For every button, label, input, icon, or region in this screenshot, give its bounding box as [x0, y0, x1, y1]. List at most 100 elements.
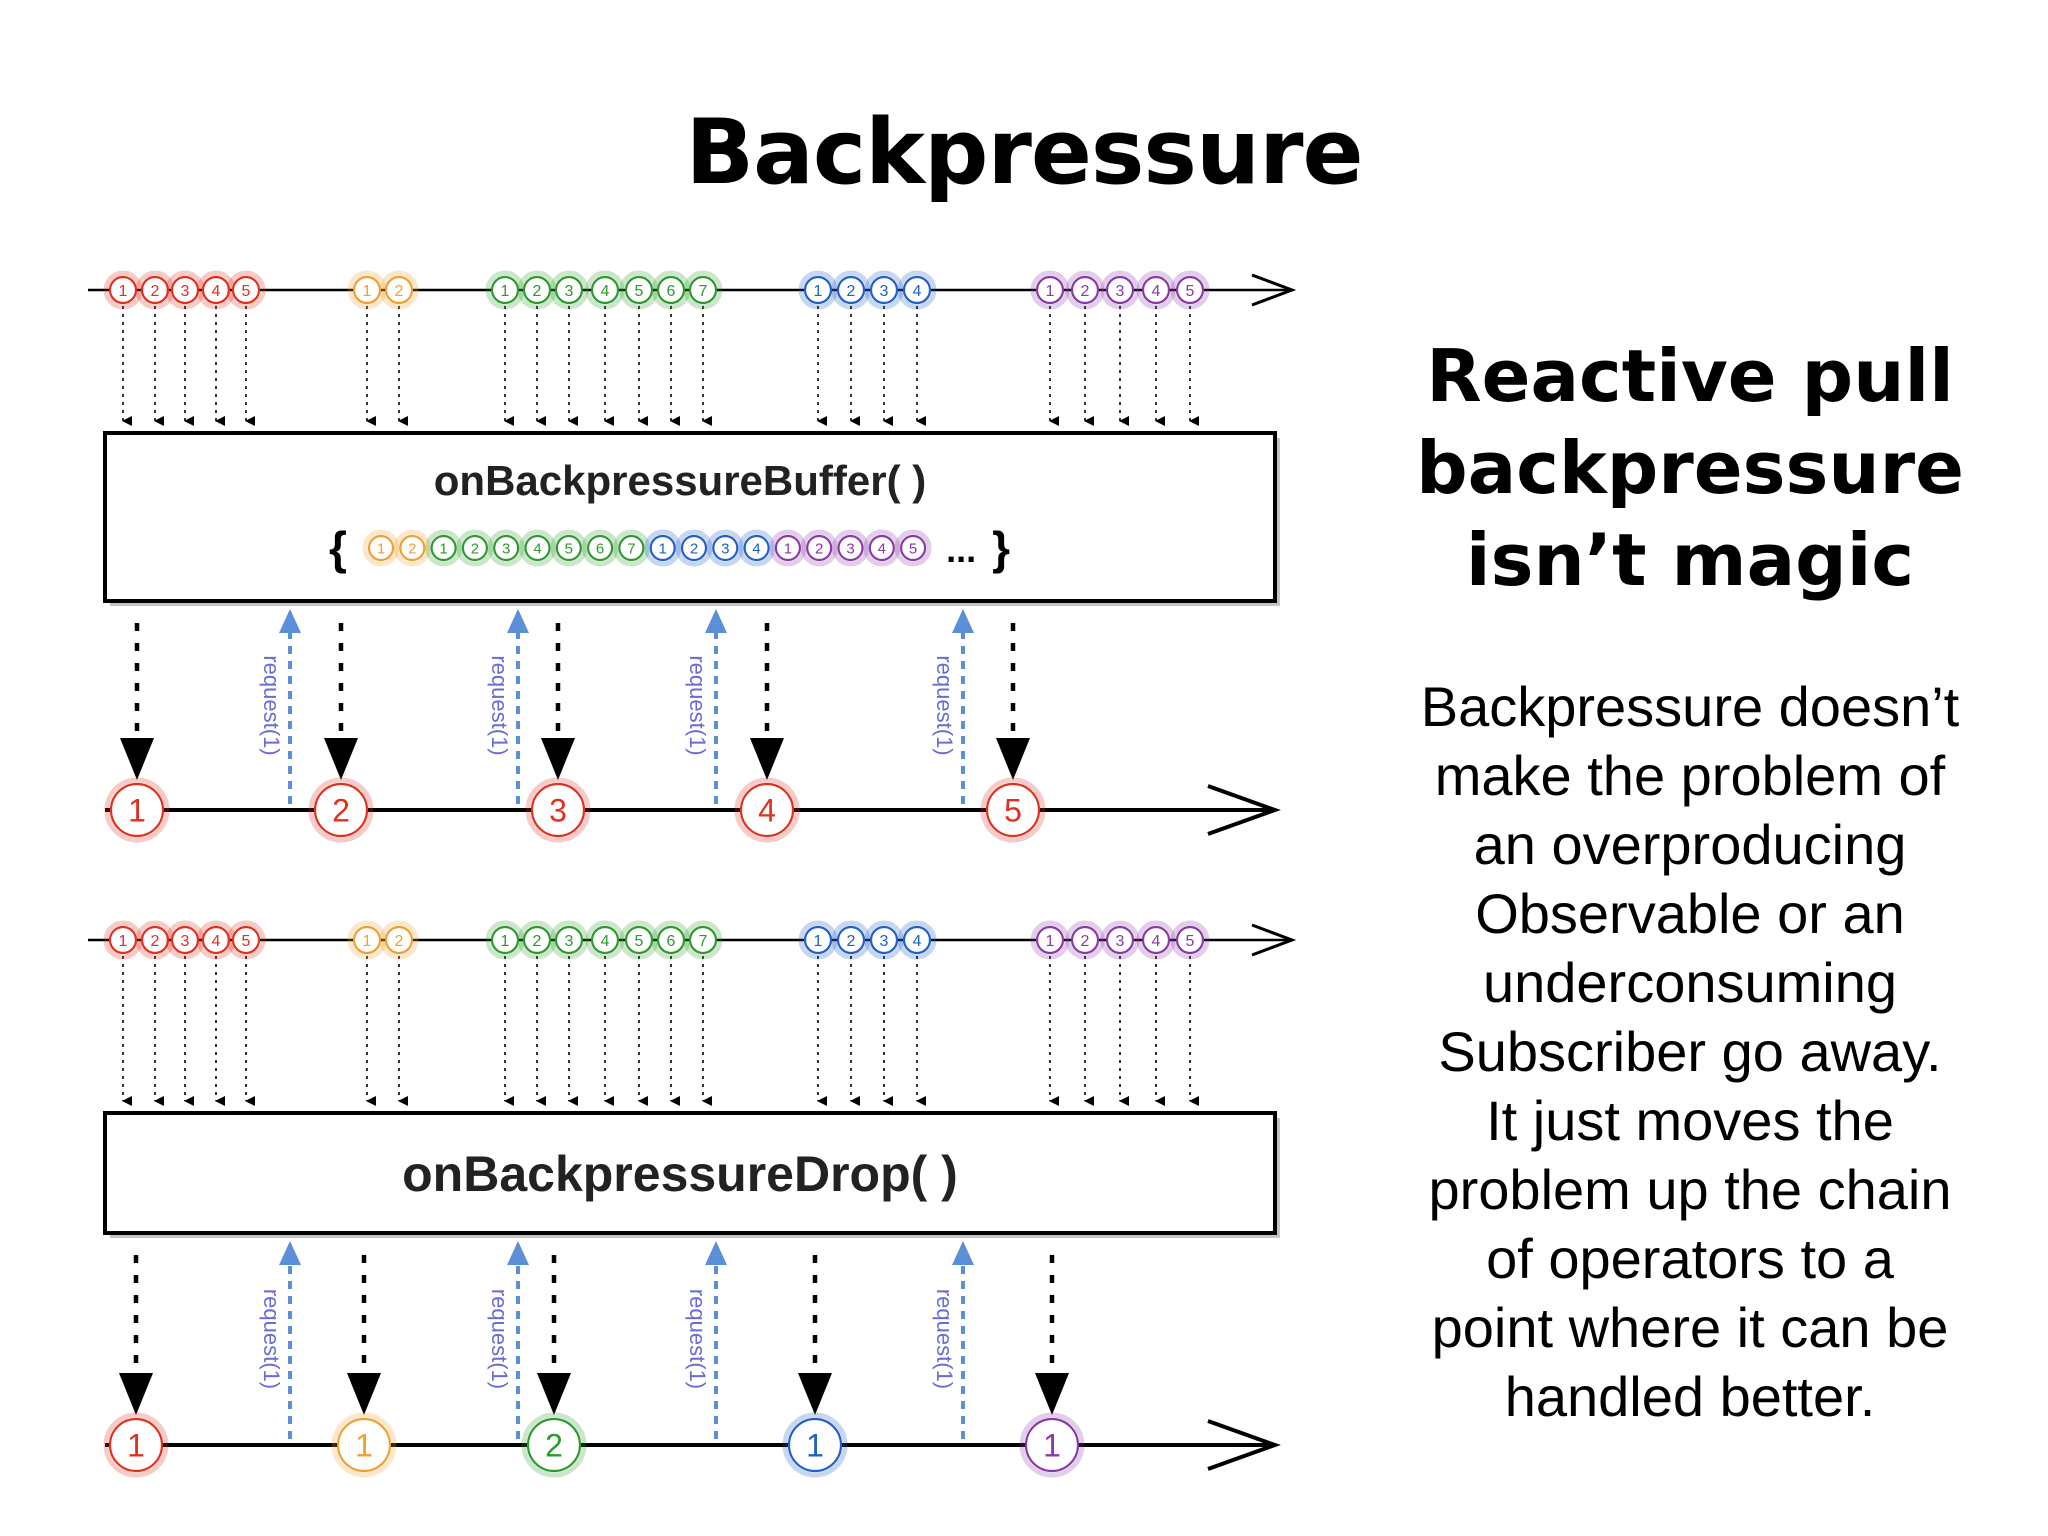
source-marble: [836, 925, 866, 955]
side-body-line: handled better.: [1504, 1365, 1876, 1428]
source-marble-label: 2: [151, 283, 160, 300]
source-marble-glow: [683, 270, 723, 310]
buffer-marble: [524, 534, 551, 562]
buffer-marble-label: 6: [596, 540, 604, 557]
request-arrowhead: [705, 1241, 727, 1265]
slide-title: Backpressure: [685, 100, 1363, 205]
source-marble-glow: [517, 270, 557, 310]
source-marble: [384, 275, 414, 305]
source-marble-glow: [683, 920, 723, 960]
emit-arrowhead: [347, 1373, 381, 1415]
output-marble: [526, 1417, 582, 1473]
source-marble-label: 2: [847, 933, 856, 950]
source-marble-glow: [226, 270, 266, 310]
buffer-marble: [806, 534, 833, 562]
source-marble-glow: [549, 270, 589, 310]
request-arrowhead: [279, 609, 301, 633]
source-marble-glow: [517, 920, 557, 960]
source-marble-glow: [1136, 920, 1176, 960]
source-marble: [688, 925, 718, 955]
source-marble-label: 1: [501, 283, 510, 300]
source-marble-label: 2: [533, 283, 542, 300]
emit-arrowhead: [119, 1373, 153, 1415]
source-marble: [554, 275, 584, 305]
source-marble-label: 3: [1116, 283, 1125, 300]
output-marble: [787, 1417, 843, 1473]
buffer-marble-label: 2: [690, 540, 698, 557]
request-arrowhead: [507, 609, 529, 633]
buffer-marble-label: 3: [721, 540, 729, 557]
source-marble: [590, 925, 620, 955]
output-marble-label: 3: [549, 793, 567, 829]
side-heading-line: Reactive pull: [1426, 334, 1954, 418]
source-marble-glow: [585, 920, 625, 960]
buffer-marble: [899, 534, 927, 562]
source-marble-label: 1: [501, 933, 510, 950]
output-marble-glow: [525, 777, 591, 843]
emit-arrowhead: [541, 738, 575, 780]
source-marble: [902, 275, 932, 305]
side-body-line: Observable or an: [1475, 882, 1905, 945]
source-marble: [1141, 275, 1171, 305]
output-marble-glow: [980, 777, 1046, 843]
buffer-marble-glow: [550, 529, 588, 567]
source-marble-glow: [347, 920, 387, 960]
source-marble: [170, 275, 200, 305]
source-marble: [108, 925, 138, 955]
source-marble-glow: [103, 920, 143, 960]
buffer-marble: [774, 534, 802, 562]
source-marble: [522, 275, 552, 305]
source-marble-label: 1: [814, 283, 823, 300]
source-marble-glow: [379, 270, 419, 310]
source-marble: [656, 925, 686, 955]
source-marble: [231, 275, 261, 305]
buffer-marble-glow: [863, 529, 901, 567]
emit-arrowhead: [750, 738, 784, 780]
buffer-marble-glow: [832, 529, 869, 567]
source-marble: [140, 925, 170, 955]
side-body-line: make the problem of: [1434, 744, 1946, 807]
request-label: request(1): [932, 1289, 957, 1389]
source-marble-label: 3: [181, 283, 190, 300]
source-marble-label: 5: [242, 283, 251, 300]
source-marble: [1105, 275, 1135, 305]
buffer-marble-label: 3: [502, 540, 510, 557]
source-marble-label: 2: [1081, 283, 1090, 300]
request-label: request(1): [685, 655, 710, 755]
source-marble-label: 1: [119, 933, 128, 950]
source-marble-glow: [864, 270, 904, 310]
source-marble-glow: [1136, 270, 1176, 310]
source-marble-glow: [897, 270, 937, 310]
output-timeline-arrow: [1207, 1419, 1281, 1471]
source-marble: [108, 275, 138, 305]
source-marble-label: 1: [814, 933, 823, 950]
source-marble-label: 6: [667, 283, 676, 300]
buffer-close-brace: }: [992, 522, 1010, 574]
output-marble: [313, 782, 369, 838]
operator-name: onBackpressureBuffer( ): [434, 457, 926, 504]
emit-arrowhead: [1035, 1373, 1069, 1415]
source-marble-label: 7: [699, 933, 708, 950]
side-body-line: Backpressure doesn’t: [1420, 675, 1960, 738]
source-marble-glow: [1030, 920, 1070, 960]
buffer-marble-label: 7: [627, 540, 635, 557]
source-marble-label: 5: [635, 933, 644, 950]
side-body-line: point where it can be: [1431, 1296, 1949, 1359]
output-marble-glow: [1019, 1412, 1085, 1478]
buffer-marble: [493, 534, 520, 562]
source-marble: [803, 275, 833, 305]
source-marble-label: 3: [880, 933, 889, 950]
side-body-text: Backpressure doesn’t make the problem of…: [1370, 672, 2010, 1431]
side-heading: Reactive pull backpressure isn’t magic: [1380, 330, 2000, 606]
source-marble-label: 1: [363, 283, 372, 300]
source-marble: [656, 275, 686, 305]
source-marble: [352, 275, 382, 305]
output-marble: [530, 782, 586, 838]
buffer-marble: [743, 534, 770, 562]
source-marble: [1070, 275, 1100, 305]
source-marble: [869, 275, 899, 305]
buffer-marble-glow: [612, 529, 650, 567]
output-marble: [109, 782, 165, 838]
